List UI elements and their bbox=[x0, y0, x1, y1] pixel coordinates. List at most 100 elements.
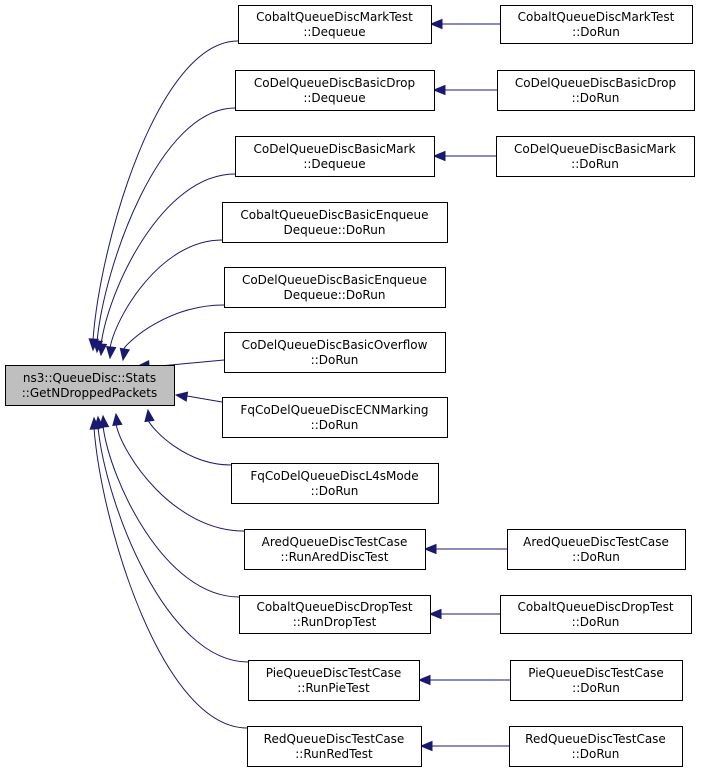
node-box bbox=[222, 397, 448, 438]
node-m8[interactable]: FqCoDelQueueDiscL4sMode::DoRun bbox=[231, 463, 439, 504]
arrowhead bbox=[96, 343, 108, 357]
node-label-line: FqCoDelQueueDiscECNMarking bbox=[240, 403, 428, 417]
arrowhead bbox=[423, 543, 437, 555]
node-box bbox=[247, 726, 422, 767]
edge-m2-to-root bbox=[92, 107, 236, 354]
nodes-layer: ns3::QueueDisc::Stats::GetNDroppedPacket… bbox=[5, 5, 695, 767]
edge-r1-to-m1 bbox=[429, 18, 500, 30]
node-label-line: ::Dequeue bbox=[303, 91, 365, 105]
node-label-line: PieQueueDiscTestCase bbox=[266, 666, 402, 680]
edges-layer bbox=[88, 18, 510, 752]
edge-line bbox=[109, 239, 223, 349]
node-label-line: ::DoRun bbox=[572, 25, 620, 39]
node-label-line: ::Dequeue bbox=[303, 25, 365, 39]
arrowhead bbox=[429, 18, 443, 30]
node-label-line: CobaltQueueDiscMarkTest bbox=[518, 10, 675, 24]
node-label-line: ::GetNDroppedPackets bbox=[22, 386, 157, 400]
edge-r11-to-m11 bbox=[417, 674, 510, 686]
node-label-line: ns3::QueueDisc::Stats bbox=[23, 371, 156, 385]
edge-line bbox=[97, 426, 249, 663]
node-label-line: RedQueueDiscTestCase bbox=[264, 732, 405, 746]
node-m7[interactable]: FqCoDelQueueDiscECNMarking::DoRun bbox=[222, 397, 448, 438]
node-box bbox=[239, 595, 431, 634]
node-box bbox=[497, 70, 695, 111]
node-label-line: FqCoDelQueueDiscL4sMode bbox=[250, 469, 418, 483]
node-box bbox=[510, 660, 683, 701]
node-m9[interactable]: AredQueueDiscTestCase::RunAredDiscTest bbox=[244, 529, 426, 570]
root-node-root[interactable]: ns3::QueueDisc::Stats::GetNDroppedPacket… bbox=[5, 365, 175, 406]
arrowhead bbox=[112, 412, 123, 427]
edge-line bbox=[186, 395, 223, 403]
edge-line bbox=[92, 40, 239, 341]
node-label-line: ::RunRedTest bbox=[295, 747, 373, 761]
node-r12[interactable]: RedQueueDiscTestCase::DoRun bbox=[509, 726, 683, 767]
node-box bbox=[509, 726, 683, 767]
edge-m9-to-root bbox=[112, 412, 245, 532]
node-label-line: CoDelQueueDiscBasicEnqueue bbox=[242, 273, 427, 287]
edge-r10-to-m10 bbox=[428, 608, 500, 620]
edge-m11-to-root bbox=[93, 415, 249, 663]
node-box bbox=[244, 529, 426, 570]
edge-m8-to-root bbox=[144, 408, 232, 466]
node-m1[interactable]: CobaltQueueDiscMarkTest::Dequeue bbox=[238, 5, 432, 44]
node-label-line: CobaltQueueDiscMarkTest bbox=[256, 10, 413, 24]
edge-m12-to-root bbox=[89, 416, 248, 729]
edge-line bbox=[96, 107, 236, 343]
edge-line bbox=[147, 419, 232, 466]
node-label-line: CobaltQueueDiscDropTest bbox=[517, 600, 673, 614]
node-label-line: ::DoRun bbox=[311, 353, 359, 367]
arrowhead bbox=[419, 740, 433, 752]
node-box bbox=[507, 529, 686, 570]
edge-m4-to-root bbox=[105, 239, 223, 360]
node-box bbox=[224, 332, 446, 373]
node-label-line: ::Dequeue bbox=[303, 157, 365, 171]
node-m2[interactable]: CoDelQueueDiscBasicDrop::Dequeue bbox=[235, 70, 435, 111]
node-m3[interactable]: CoDelQueueDiscBasicMark::Dequeue bbox=[235, 136, 435, 177]
arrowhead bbox=[417, 674, 431, 686]
node-r11[interactable]: PieQueueDiscTestCase::DoRun bbox=[510, 660, 683, 701]
node-label-line: CoDelQueueDiscBasicOverflow bbox=[242, 338, 428, 352]
node-box bbox=[496, 136, 695, 177]
node-box bbox=[248, 660, 420, 701]
edge-m3-to-root bbox=[96, 173, 236, 357]
arrowhead bbox=[428, 608, 442, 620]
arrowhead bbox=[89, 416, 100, 430]
edge-line bbox=[100, 173, 236, 346]
node-label-line: ::DoRun bbox=[572, 747, 620, 761]
edge-line bbox=[122, 304, 225, 351]
edge-r3-to-m3 bbox=[432, 150, 496, 162]
node-m6[interactable]: CoDelQueueDiscBasicOverflow::DoRun bbox=[224, 332, 446, 373]
node-box bbox=[238, 5, 432, 44]
edge-m7-to-root bbox=[174, 391, 223, 403]
node-label-line: ::DoRun bbox=[572, 91, 620, 105]
node-label-line: RedQueueDiscTestCase bbox=[525, 732, 666, 746]
node-m12[interactable]: RedQueueDiscTestCase::RunRedTest bbox=[247, 726, 422, 767]
node-box bbox=[231, 463, 439, 504]
node-label-line: ::RunDropTest bbox=[293, 615, 377, 629]
node-r2[interactable]: CoDelQueueDiscBasicDrop::DoRun bbox=[497, 70, 695, 111]
edge-line bbox=[102, 425, 240, 598]
node-label-line: Dequeue::DoRun bbox=[284, 223, 386, 237]
node-label-line: AredQueueDiscTestCase bbox=[262, 535, 408, 549]
node-r3[interactable]: CoDelQueueDiscBasicMark::DoRun bbox=[496, 136, 695, 177]
node-label-line: CoDelQueueDiscBasicMark bbox=[514, 142, 676, 156]
node-r9[interactable]: AredQueueDiscTestCase::DoRun bbox=[507, 529, 686, 570]
node-label-line: CobaltQueueDiscDropTest bbox=[256, 600, 412, 614]
node-label-line: ::DoRun bbox=[311, 418, 359, 432]
arrowhead bbox=[144, 408, 155, 423]
node-m4[interactable]: CobaltQueueDiscBasicEnqueueDequeue::DoRu… bbox=[222, 202, 448, 243]
node-m10[interactable]: CobaltQueueDiscDropTest::RunDropTest bbox=[239, 595, 431, 634]
node-m11[interactable]: PieQueueDiscTestCase::RunPieTest bbox=[248, 660, 420, 701]
node-r1[interactable]: CobaltQueueDiscMarkTest::DoRun bbox=[500, 5, 693, 44]
node-label-line: AredQueueDiscTestCase bbox=[523, 535, 669, 549]
arrowhead bbox=[174, 391, 189, 402]
arrowhead bbox=[432, 150, 446, 162]
node-label-line: ::DoRun bbox=[572, 550, 620, 564]
edge-r9-to-m9 bbox=[423, 543, 507, 555]
node-label-line: ::DoRun bbox=[571, 157, 619, 171]
node-label-line: CoDelQueueDiscBasicMark bbox=[254, 142, 416, 156]
node-r10[interactable]: CobaltQueueDiscDropTest::DoRun bbox=[500, 595, 692, 634]
node-label-line: CoDelQueueDiscBasicDrop bbox=[254, 76, 415, 90]
